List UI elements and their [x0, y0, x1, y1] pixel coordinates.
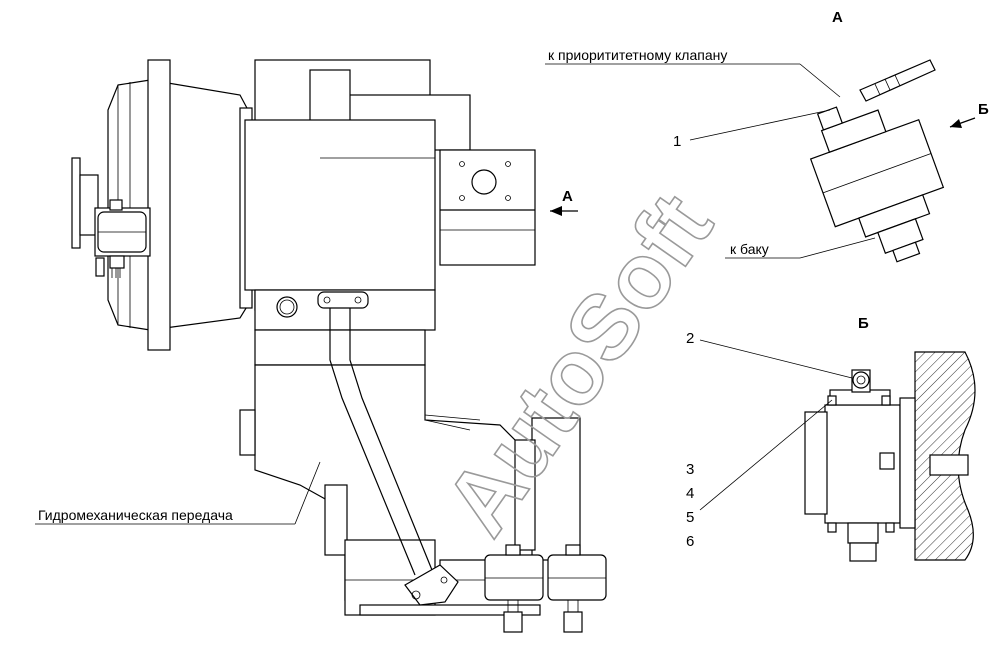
view-a-arrow-label: А: [562, 188, 573, 205]
detail-view-b: Б 2 3 4 5 6: [686, 315, 976, 562]
converter-housing: [107, 59, 253, 351]
main-assembly-view: А Гидромеханическая передача: [35, 59, 607, 633]
view-a-title: А: [832, 9, 843, 26]
rear-mounts: [484, 417, 607, 633]
callout-1: 1: [673, 133, 681, 150]
lower-housing: [239, 289, 541, 616]
tank-label: к баку: [730, 241, 769, 257]
callout-2: 2: [686, 330, 694, 347]
callout-3: 3: [686, 461, 694, 478]
view-a-arrow: А: [550, 188, 578, 216]
view-b-arrow-label: Б: [978, 101, 989, 118]
callout-5: 5: [686, 509, 694, 526]
transmission-leader: Гидромеханическая передача: [35, 461, 321, 525]
detail-view-a: А к приорититетному клапану 1 к баку Б: [545, 9, 989, 263]
gearbox-body: [244, 59, 536, 311]
priority-valve-label: к приорититетному клапану: [548, 47, 727, 63]
transmission-label: Гидромеханическая передача: [38, 507, 233, 523]
front-flange: [71, 157, 151, 278]
view-b-title: Б: [858, 315, 869, 332]
callout-4: 4: [686, 485, 694, 502]
callout-6: 6: [686, 533, 694, 550]
oil-pipe: [317, 291, 459, 606]
